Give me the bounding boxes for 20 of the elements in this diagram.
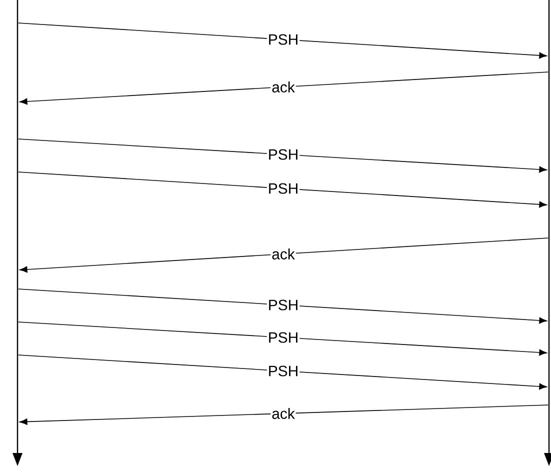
arrow [20, 238, 549, 273]
lifeline [544, 0, 551, 466]
edge-label: ack [270, 248, 296, 260]
edge-label: PSH [266, 364, 300, 378]
arrow [18, 138, 547, 173]
edge-label: ack [270, 80, 296, 94]
edge-label: PSH [266, 298, 300, 312]
edge-label: PSH [266, 148, 300, 161]
arrow [18, 22, 547, 59]
arrow [18, 322, 547, 356]
arrow [20, 404, 549, 425]
edge-label: ack [270, 407, 296, 420]
arrow [18, 354, 547, 390]
lifeline [12, 0, 22, 466]
edge-label: PSH [266, 331, 300, 344]
edge-label: PSH [266, 33, 300, 46]
arrow [20, 72, 549, 105]
arrow [18, 288, 547, 324]
edge-label: PSH [266, 182, 300, 195]
arrow [18, 172, 547, 208]
